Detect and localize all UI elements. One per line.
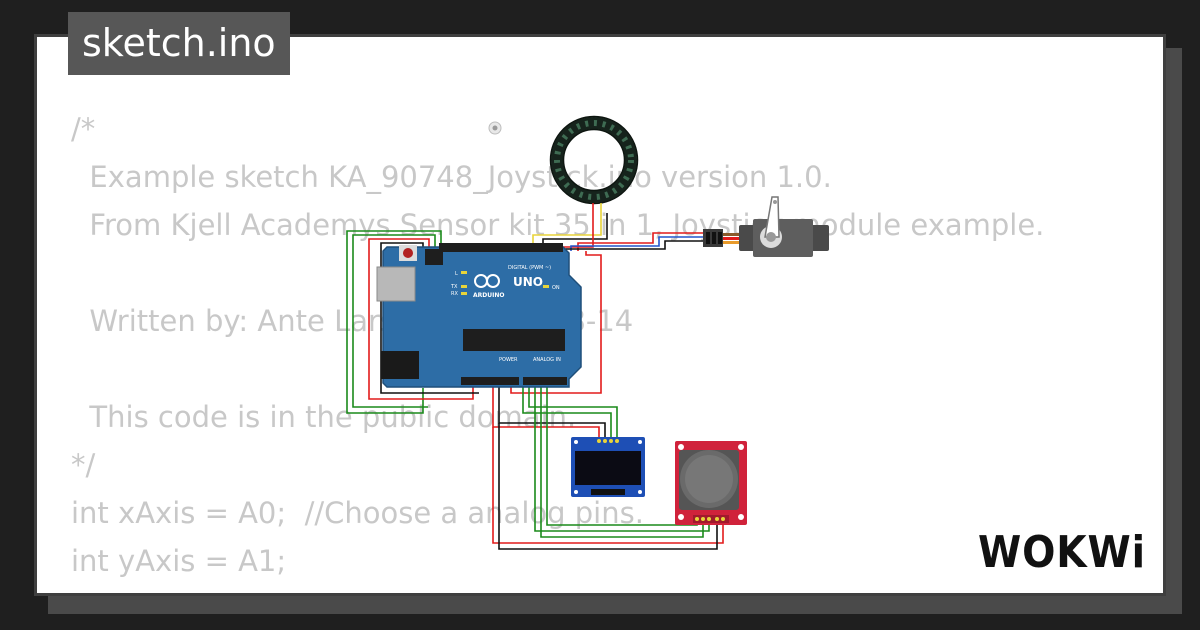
- code-line: int yAxis = A1;: [71, 544, 287, 578]
- code-line: int xAxis = A0; //Choose a analog pins.: [71, 496, 644, 530]
- joystick-icon: [675, 441, 747, 525]
- code-line: /*: [71, 112, 96, 146]
- led-on-label: ON: [552, 285, 560, 291]
- led-rx-label: RX: [451, 291, 458, 297]
- code-preview: /* Example sketch KA_90748_Joystick.ino …: [71, 105, 1045, 593]
- analog-header-label: ANALOG IN: [533, 357, 561, 363]
- board-model-label: UNO: [513, 275, 543, 289]
- neopixel-ring-icon: [549, 115, 639, 205]
- preview-card[interactable]: /* Example sketch KA_90748_Joystick.ino …: [34, 34, 1166, 596]
- wires: [346, 203, 724, 550]
- led-tx-label: TX: [450, 284, 458, 290]
- power-header-label: POWER: [499, 357, 518, 363]
- oled-display-icon: [571, 437, 645, 497]
- board-brand-label: ARDUINO: [473, 292, 504, 299]
- code-line: int sw = 12;: [71, 585, 1044, 593]
- led-icon: [488, 121, 502, 135]
- code-line: This code is in the public domain.: [71, 400, 577, 434]
- code-line: Example sketch KA_90748_Joystick.ino ver…: [71, 160, 832, 194]
- circuit-diagram: DIGITAL (PWM ~) POWER ANALOG IN L TX RX …: [346, 115, 829, 550]
- arduino-logo-icon: [474, 274, 500, 288]
- wokwi-logo-text: WOKWi: [978, 527, 1146, 578]
- servo-icon: [703, 196, 829, 257]
- code-line: From Kjell Academys Sensor kit 35 in 1, …: [71, 208, 1045, 242]
- digital-header-label: DIGITAL (PWM ~): [508, 265, 551, 271]
- arduino-uno-board: DIGITAL (PWM ~) POWER ANALOG IN L TX RX …: [376, 243, 582, 388]
- code-line: */: [71, 448, 96, 482]
- wokwi-logo: WOKWi: [978, 527, 1146, 578]
- led-l-label: L: [455, 271, 458, 277]
- page-title: sketch.ino: [68, 12, 290, 75]
